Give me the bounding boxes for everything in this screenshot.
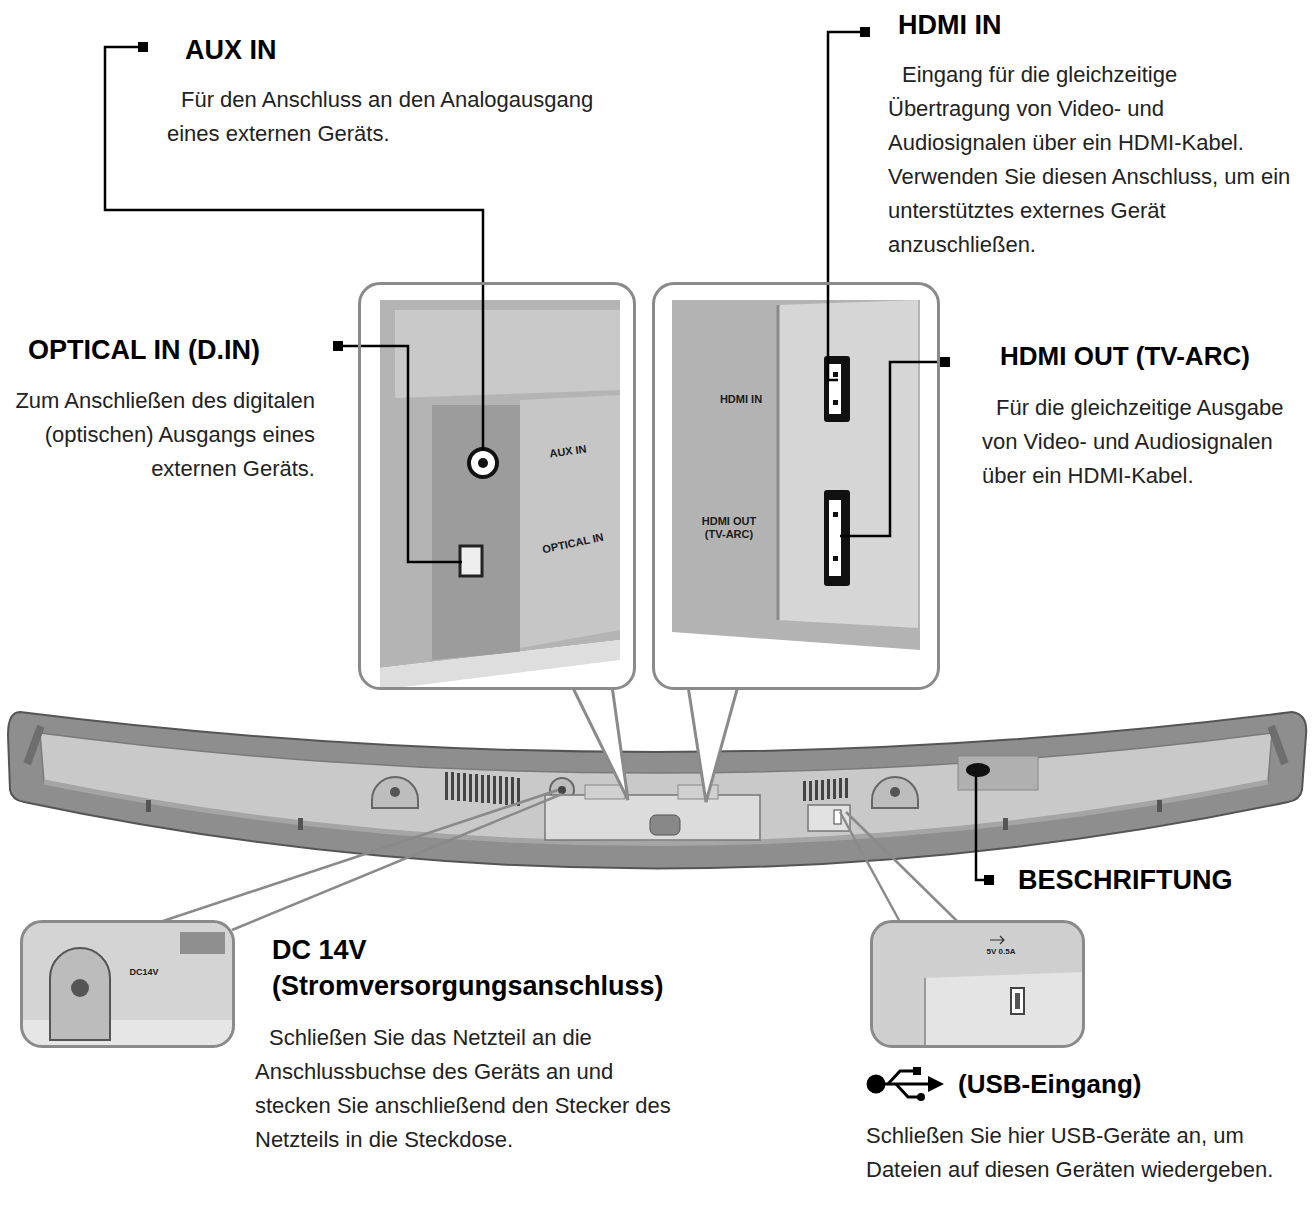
port-label: HDMI IN (701, 393, 781, 406)
port-label: 5V 0.5A (973, 947, 1029, 956)
callout-text: Schließen Sie hier USB-Geräte an, um Dat… (866, 1119, 1296, 1187)
callout-heading: HDMI OUT (TV-ARC) (1000, 338, 1312, 374)
callout-heading: (USB-Eingang) (958, 1066, 1288, 1102)
port-label: AUX IN (532, 440, 603, 462)
connector-inset: HDMI IN HDMI OUT (TV-ARC) (652, 282, 940, 690)
callout-text: Eingang für die gleichzeitige Übertragun… (888, 58, 1303, 262)
callout-heading: OPTICAL IN (D.IN) (28, 332, 348, 368)
callout-text: Für die gleichzeitige Ausgabe von Video-… (982, 391, 1312, 493)
callout-text: Schließen Sie das Netzteil an die Anschl… (255, 1021, 695, 1157)
inset-pointer (160, 686, 958, 930)
inset-illustration (872, 922, 1083, 1046)
port-label: OPTICAL IN (531, 528, 616, 558)
inset-illustration (654, 284, 938, 688)
connector-inset: AUX IN OPTICAL IN (358, 282, 636, 690)
callout-heading: AUX IN (185, 32, 485, 68)
callout-text: Für den Anschluss an den Analogausgang e… (167, 83, 647, 151)
inset-illustration (22, 922, 233, 1046)
callout-heading: HDMI IN (898, 7, 1198, 43)
soundbar-body (8, 712, 1306, 869)
power-inset: DC14V (20, 920, 235, 1048)
callout-text: Zum Anschließen des digitalen (optischen… (15, 384, 315, 486)
usb-inset: 5V 0.5A (870, 920, 1085, 1048)
callout-heading: DC 14V (Stromversorgungsanschluss) (272, 932, 722, 1004)
port-label: HDMI OUT (TV-ARC) (691, 515, 767, 540)
callout-heading: BESCHRIFTUNG (1018, 862, 1308, 898)
usb-symbol (868, 1067, 944, 1101)
inset-illustration (360, 284, 634, 688)
port-label: DC14V (119, 967, 169, 977)
